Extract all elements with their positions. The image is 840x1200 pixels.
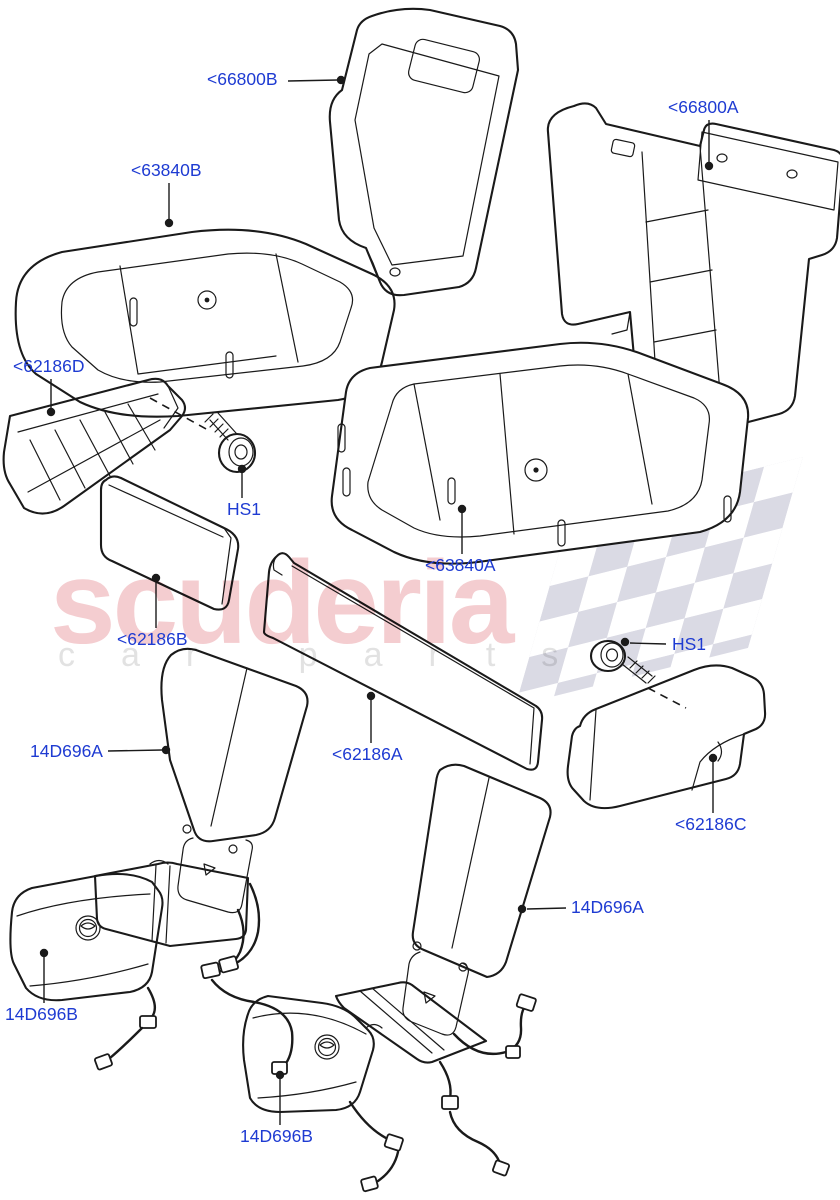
watermark-tagline-text: car parts xyxy=(58,636,605,674)
part-drawing-14D696B-left-mat xyxy=(10,861,259,1071)
part-label-14D696B-left[interactable]: 14D696B xyxy=(5,1004,78,1024)
part-label-14D696A-right[interactable]: 14D696A xyxy=(571,897,644,917)
part-drawing-62186C-trim-panel xyxy=(568,665,765,808)
part-drawing-14D696A-right-heater xyxy=(403,765,551,1058)
part-label-62186C[interactable]: <62186C xyxy=(675,814,747,834)
part-label-HS1-upper[interactable]: HS1 xyxy=(227,499,262,519)
part-label-HS1-lower[interactable]: HS1 xyxy=(672,634,707,654)
part-label-14D696B-bottom[interactable]: 14D696B xyxy=(240,1126,313,1146)
part-label-62186D[interactable]: <62186D xyxy=(13,356,85,376)
part-drawing-62186D-trim-panel xyxy=(4,379,185,514)
part-label-62186B[interactable]: <62186B xyxy=(117,629,188,649)
part-drawing-66800A-seat-back xyxy=(548,103,840,446)
screw-HS1-lower xyxy=(591,641,686,708)
part-label-66800B[interactable]: <66800B xyxy=(207,69,278,89)
part-label-63840A[interactable]: <63840A xyxy=(425,555,496,575)
watermark-brand-text: scuderia xyxy=(50,537,514,669)
part-label-62186A[interactable]: <62186A xyxy=(332,744,403,764)
callout-leader-lines xyxy=(39,75,718,1125)
part-drawing-14D696A-left-heater xyxy=(161,649,307,1074)
screw-HS1-upper xyxy=(150,398,255,472)
part-drawing-14D696B-bottom-mat xyxy=(243,982,510,1191)
part-label-14D696A-left[interactable]: 14D696A xyxy=(30,741,103,761)
part-drawing-62186B-trim-panel xyxy=(101,476,238,609)
part-drawing-62186A-trim-strip xyxy=(264,553,542,769)
part-drawing-63840A-bench-cushion xyxy=(332,343,748,564)
part-drawing-66800B-seat-back xyxy=(330,9,518,295)
part-label-63840B[interactable]: <63840B xyxy=(131,160,202,180)
part-drawing-63840B-seat-cushion xyxy=(16,230,395,417)
part-label-66800A[interactable]: <66800A xyxy=(668,97,739,117)
